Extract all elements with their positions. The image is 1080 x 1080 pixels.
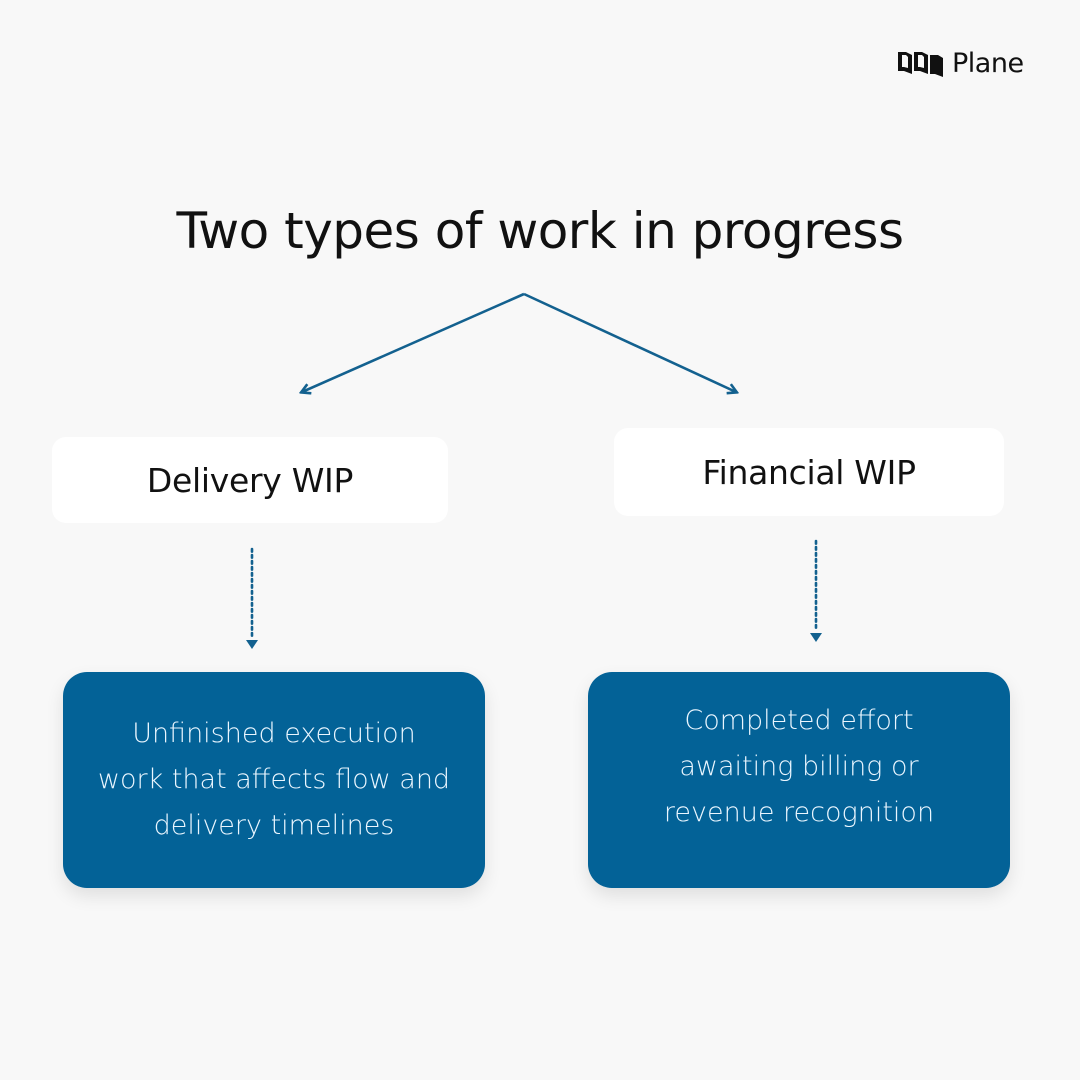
plane-logo-icon xyxy=(898,52,943,77)
delivery-wip-description-card: Unfinished execution work that affects f… xyxy=(63,672,485,888)
financial-wip-box: Financial WIP xyxy=(614,428,1004,516)
brand-logo: Plane xyxy=(898,46,1024,80)
delivery-wip-label: Delivery WIP xyxy=(146,460,354,500)
page-title: Two types of work in progress xyxy=(176,202,904,260)
brand-name: Plane xyxy=(952,47,1024,79)
financial-wip-description: Completed effort awaiting billing or rev… xyxy=(663,705,935,828)
financial-wip-description-card: Completed effort awaiting billing or rev… xyxy=(588,672,1010,888)
financial-wip-label: Financial WIP xyxy=(702,452,916,492)
dotted-arrow-financial xyxy=(810,539,822,642)
split-arrow xyxy=(302,292,736,392)
delivery-wip-box: Delivery WIP xyxy=(52,437,448,523)
dotted-arrow-delivery xyxy=(246,547,258,649)
delivery-wip-description: Unfinished execution work that affects f… xyxy=(97,718,451,841)
